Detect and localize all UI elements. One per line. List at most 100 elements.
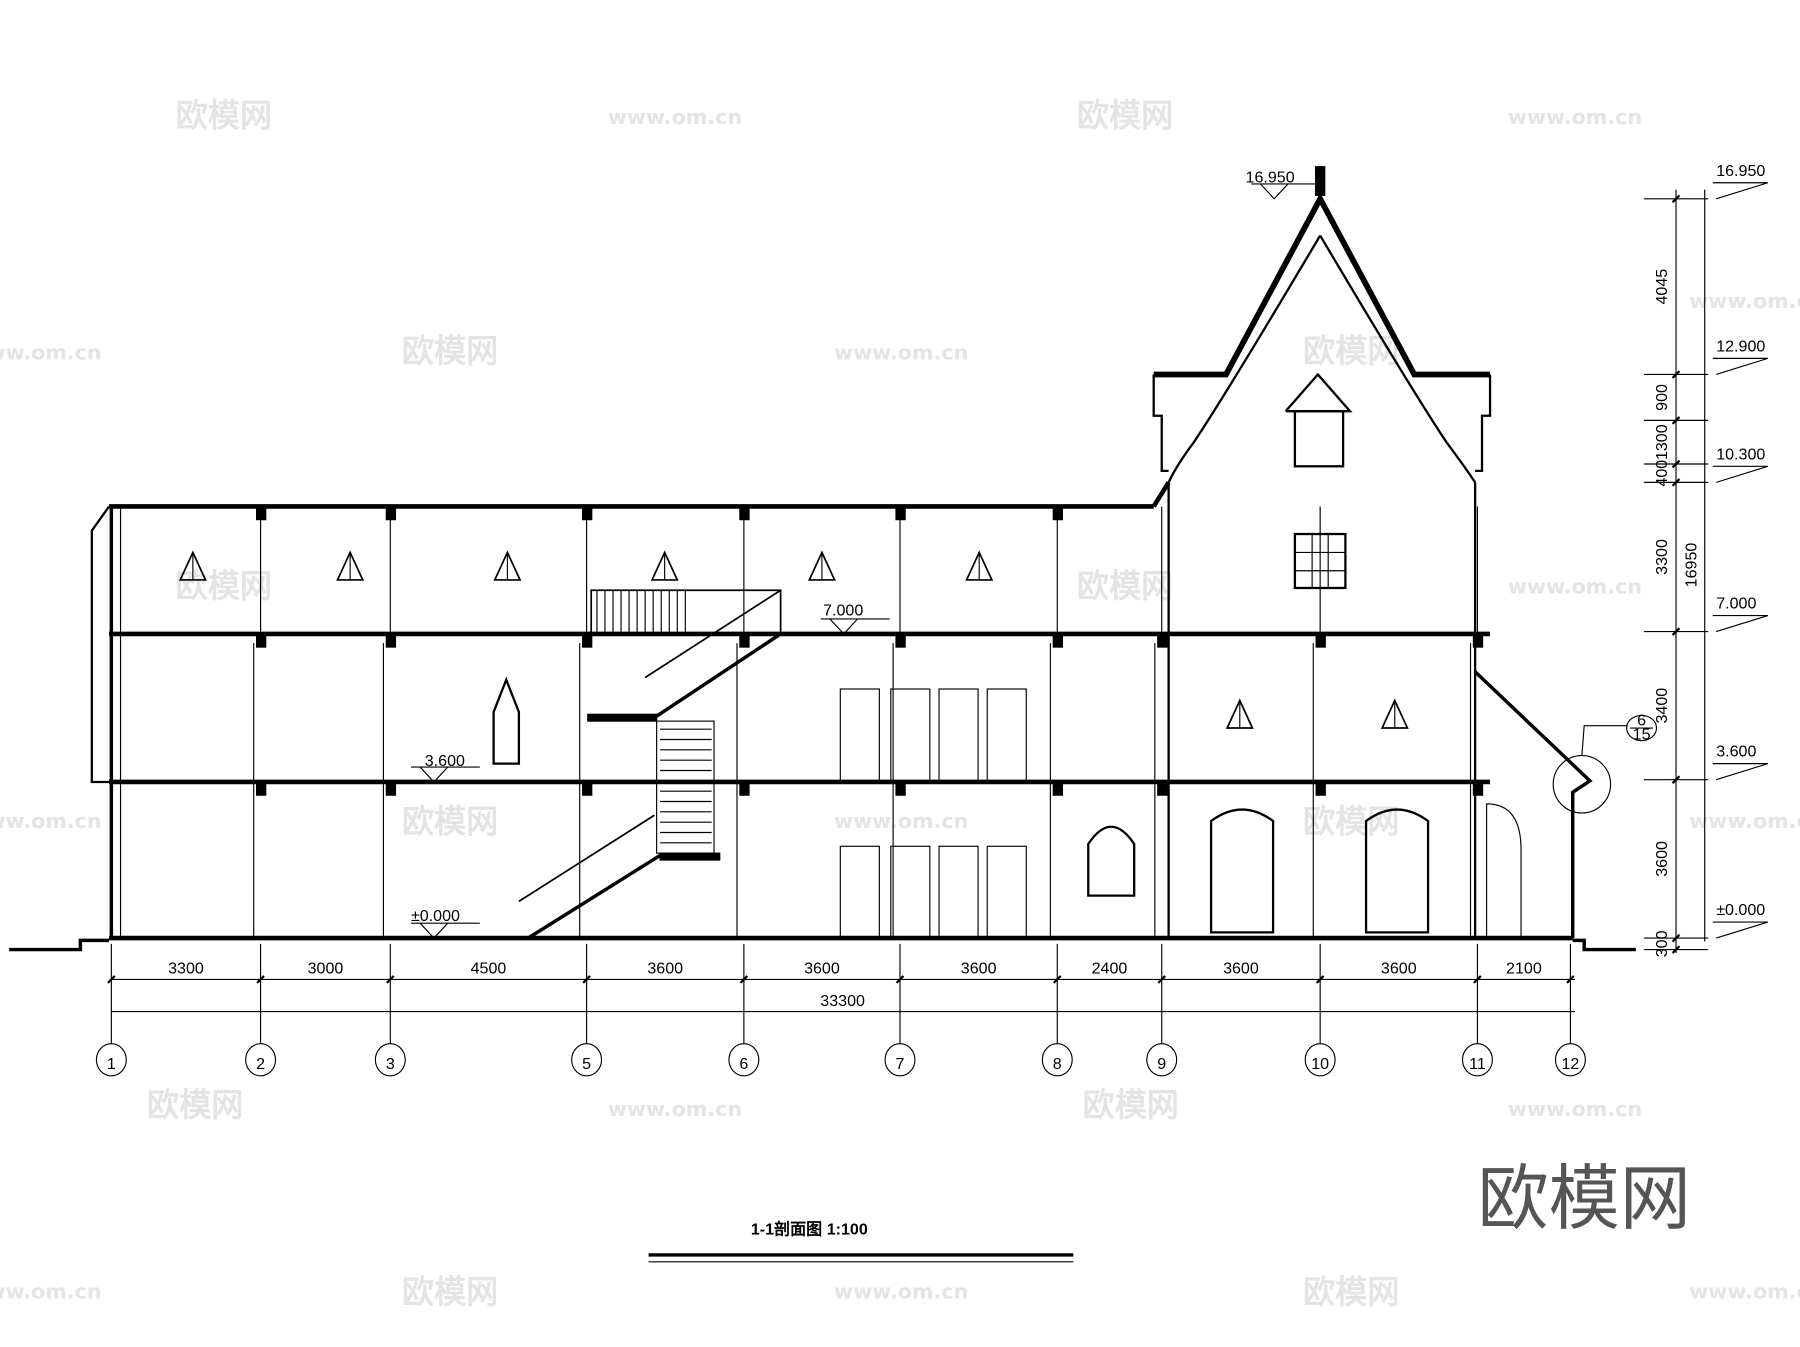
stair-treads [660,728,712,844]
watermark-url: www.om.cn [1508,105,1642,129]
level-symbol [410,922,480,939]
axis-bubble [728,1043,760,1077]
column-head [255,633,267,648]
watermark-url: www.om.cn [1689,289,1800,313]
column-head [1472,781,1484,796]
axis-bubble [1304,1043,1336,1077]
dimension-tick [1053,975,1062,984]
door-opening [890,688,931,782]
axis-bubble [374,1043,406,1077]
bay-dimension: 3600 [1381,960,1417,978]
arch-opening [1486,803,1522,939]
bay-dimension: 3600 [647,960,683,978]
stair-rail-lower [518,814,655,903]
eave-right [1473,670,1593,939]
dimension-tick [739,975,749,984]
watermark-url: www.om.cn [0,809,102,833]
watermark-brand: 欧模网 [402,332,498,370]
detail-callout-bubble[interactable] [1626,714,1658,742]
arched-door-1 [1209,808,1275,934]
detail-leader [1581,725,1628,756]
watermarks: 欧模网欧模网欧模网欧模网欧模网欧模网欧模网欧模网欧模网欧模网欧模网欧模网www.… [0,96,1800,1311]
stair-rail-upper [644,589,782,679]
window-marker [650,550,679,581]
vertical-dimension: 400 [1653,460,1671,487]
axis-label: 10 [1311,1055,1329,1073]
axis-label: 7 [896,1055,905,1073]
axis-bubble [95,1043,127,1077]
ground-line-right [1572,938,1636,952]
watermark-brand: 欧模网 [1077,567,1173,605]
tower-eave-right [1475,374,1492,473]
watermark-brand: 欧模网 [1303,802,1399,840]
dimension-tick [1671,627,1681,636]
arched-door-2 [1364,808,1430,934]
level-symbol [1712,614,1769,633]
axis-label: 6 [739,1055,748,1073]
axis-label: 5 [582,1055,591,1073]
dimension-tick [386,975,395,984]
column-head [582,506,593,521]
tower-eave-left [1152,374,1169,473]
column-head [385,781,397,796]
roof-junction [1151,481,1171,508]
detail-callout-sheet: 15 [1633,726,1651,744]
bay-dimension: 2400 [1092,960,1128,978]
dimension-tick [1671,933,1681,943]
dimension-tick [582,975,591,984]
window-marker [965,550,994,581]
column-head [1157,781,1168,796]
lancet-window [492,676,521,765]
level-label: 16.950 [1716,162,1765,180]
detail-callout-number: 6 [1637,712,1646,730]
axis-label: 11 [1469,1055,1486,1073]
window-marker [807,550,836,581]
arched-window [1087,825,1136,897]
door-opening [986,845,1027,939]
axis-bubble [1461,1043,1493,1077]
axis-label: 1 [107,1055,116,1073]
vertical-dimension: 300 [1653,930,1671,957]
watermark-url: www.om.cn [1508,575,1642,599]
level-label: 12.900 [1716,337,1765,355]
level-label: 7.000 [1716,595,1756,613]
level-symbol [1251,183,1321,200]
level-symbol [1712,357,1769,376]
level-ridge-label: 16.950 [1246,169,1295,187]
watermark-brand: 欧模网 [176,567,272,605]
level-symbol [1712,763,1769,781]
column-head [895,633,906,648]
column-head [1052,506,1064,521]
vertical-dimension: 1300 [1653,424,1671,460]
level-label: 3.600 [1716,743,1756,761]
finial [1314,166,1326,196]
axis-label: 9 [1157,1055,1166,1073]
column-head [1315,633,1326,648]
total-length: 33300 [820,992,865,1010]
stair-landing-lower [659,852,721,861]
axis-bubble [245,1043,277,1077]
dormer-window [1293,410,1345,468]
window-marker [493,550,522,581]
dimension-tick [1671,478,1681,487]
dimension-tick [1157,975,1166,984]
stair-landing-upper [587,713,658,722]
column-head [895,781,906,796]
watermark-url: www.om.cn [0,1280,102,1304]
column-head [582,633,593,648]
watermark-url: www.om.cn [608,1097,742,1121]
tower-gable-inner [1167,234,1477,484]
watermark-brand: 欧模网 [402,802,498,840]
watermark-url: www.om.cn [1508,1097,1642,1121]
parapet-left [90,505,110,784]
column-head [385,506,397,521]
level-ground-label: ±0.000 [411,907,460,925]
axis-label: 12 [1561,1055,1579,1073]
drawing-title: 1-1剖面图 1:100 [751,1219,868,1238]
door-opening [986,688,1027,782]
axis-bubble [884,1043,916,1077]
watermark-url: www.om.cn [1689,1280,1800,1304]
